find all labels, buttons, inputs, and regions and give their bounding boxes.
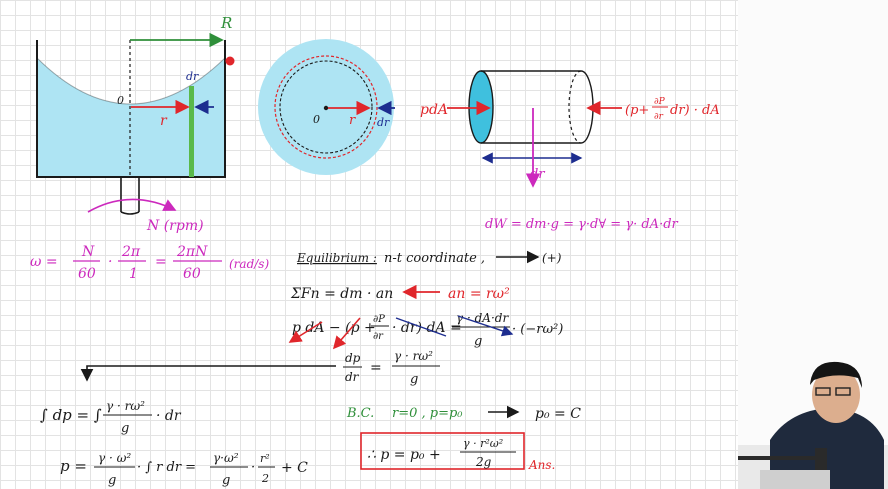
p-line-b: · ∫ r dr =: [137, 460, 196, 475]
dr-ring-bar: [189, 86, 194, 177]
free-surface: [36, 57, 226, 105]
paraboloid-water: [37, 58, 225, 177]
right-face-front: [580, 70, 594, 144]
p-line-c: ·: [251, 460, 255, 475]
integral-equation: ∫ dp = ∫ γ · rω² g · dr: [40, 399, 182, 436]
dpdr-eq: =: [370, 360, 382, 376]
left-face: [468, 70, 494, 144]
dpdr-rnum: γ · rω²: [394, 349, 433, 363]
omega-d1: 60: [78, 266, 96, 282]
coordinate-label: n-t coordinate ,: [384, 251, 485, 266]
integral-b: · dr: [156, 408, 182, 424]
tank-wall: [36, 40, 226, 178]
dp-dr-equation: dp dr = γ · rω² g: [343, 349, 440, 387]
p-line-n2: γ·ω²: [213, 451, 239, 465]
p-line-d3: 2: [261, 472, 269, 485]
bc-label: B.C.: [346, 406, 374, 421]
right-force-frac-den: ∂r: [654, 112, 664, 122]
sum-forces: ΣFn = dm · an: [290, 286, 393, 302]
force-frac-num: ∂P: [373, 314, 385, 325]
dpdr-den: dr: [345, 370, 360, 384]
equilibrium-line: Equilibrium : n-t coordinate , (+): [296, 250, 562, 266]
cylinder-element-figure: pdA (p+ ∂P ∂r dr) · dA dr dW = dm·g = γ·…: [420, 70, 720, 232]
p-line-d: + C: [281, 460, 308, 476]
shaft: [120, 177, 140, 212]
force-rhs-den: g: [474, 334, 482, 349]
center-dot: [323, 105, 329, 111]
answer-frame: [360, 432, 525, 470]
right-margin-panel: [738, 0, 888, 489]
force-eq-b: · dr) dA =: [392, 320, 462, 336]
origin-label: 0: [117, 94, 124, 107]
omega-unit: (rad/s): [229, 257, 269, 271]
force-frac-den: ∂r: [373, 331, 384, 342]
dr-label: dr: [186, 70, 199, 83]
force-balance: p dA − (p + ∂P ∂r · dr) dA = γ · dA·dr g…: [288, 311, 563, 350]
omega-n2: 2π: [121, 244, 141, 260]
dr-span-label: dr: [530, 167, 545, 182]
omega-eq: =: [155, 254, 167, 270]
right-force-frac-num: ∂P: [654, 97, 666, 107]
R-label: R: [220, 14, 232, 32]
dW-equation: dW = dm·g = γ·d∀ = γ· dA·dr: [485, 217, 679, 232]
integral-den: g: [121, 421, 129, 436]
p-line-d1: g: [108, 473, 116, 488]
rotation-arrow: [87, 198, 177, 213]
integral-num: γ · rω²: [106, 399, 145, 413]
pressure-equation: p = γ · ω² g · ∫ r dr = γ·ω² g · r² 2 + …: [60, 451, 308, 488]
answer-box: ∴ p = p₀ + γ · r²ω² 2g Ans.: [360, 432, 555, 472]
right-force-a: (p+: [625, 103, 649, 118]
equilibrium-label: Equilibrium :: [296, 251, 377, 265]
cancel-dr: [457, 315, 514, 337]
presenter-webcam-figure: [738, 361, 888, 489]
r-label: r: [160, 113, 168, 129]
answer-a: ∴ p = p₀ +: [367, 447, 441, 463]
omega-d3: 60: [183, 266, 201, 282]
r-label-top: r: [349, 113, 356, 128]
omega-lhs: ω =: [30, 254, 58, 270]
omega-dot: ·: [108, 254, 112, 270]
omega-n3: 2πN: [176, 244, 208, 260]
p-line-n3: r²: [260, 452, 270, 465]
tank-figure: R dr 0 r N (rpm): [36, 14, 235, 234]
force-rhs-num: γ · dA·dr: [456, 311, 509, 325]
rpm-label: N (rpm): [146, 218, 204, 234]
red-dot: [225, 56, 235, 66]
pdA-label: pdA: [420, 102, 448, 118]
an-equation: an = rω²: [448, 286, 510, 302]
right-force-b: dr) · dA: [670, 103, 720, 118]
answer-ans: Ans.: [528, 458, 555, 472]
positive-sign: (+): [542, 251, 562, 265]
dpdr-rden: g: [410, 372, 418, 387]
omega-equation: ω = N 60 · 2π 1 = 2πN 60 (rad/s): [30, 244, 269, 282]
ring-outer: [274, 55, 378, 159]
integral-a: ∫ dp = ∫: [40, 406, 102, 424]
bc-result: p₀ = C: [535, 406, 581, 422]
p-line-d2: g: [222, 473, 230, 488]
boundary-condition: B.C. r=0 , p=p₀ p₀ = C: [346, 405, 581, 422]
force-tail: · (−rω²): [512, 322, 563, 337]
origin-label-top: 0: [313, 113, 320, 126]
answer-num: γ · r²ω²: [463, 437, 503, 450]
bc-condition: r=0 , p=p₀: [392, 406, 463, 421]
dpdr-num: dp: [345, 351, 361, 365]
right-face-back: [568, 70, 582, 144]
cancel-p: [332, 317, 361, 350]
ring-inner: [279, 60, 373, 154]
shaft-end: [120, 211, 140, 215]
flow-arrow: [80, 365, 336, 382]
cancel-pdA: [288, 321, 323, 343]
p-line-a: p =: [60, 457, 87, 475]
omega-n1: N: [81, 244, 95, 260]
p-line-n1: γ · ω²: [98, 451, 131, 465]
top-view-figure: 0 r dr: [258, 39, 395, 175]
answer-den: 2g: [475, 455, 492, 469]
omega-d2: 1: [129, 266, 138, 282]
cancel-dA: [395, 317, 447, 337]
dr-label-top: dr: [377, 116, 390, 129]
